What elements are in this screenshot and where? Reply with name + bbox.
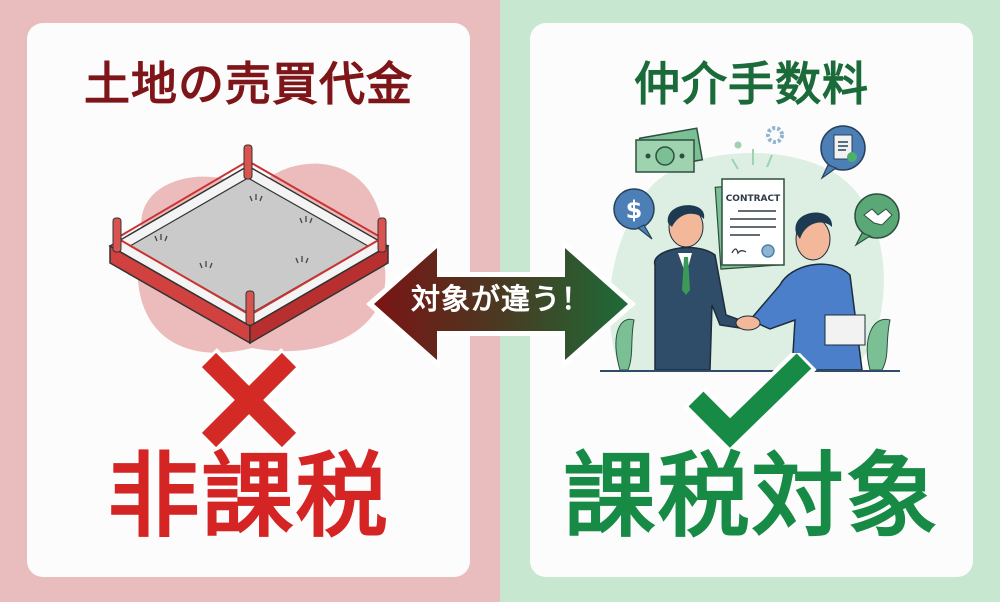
- contract-document: CONTRACT: [714, 178, 785, 270]
- svg-text:CONTRACT: CONTRACT: [726, 194, 781, 204]
- land-sale-title: 土地の売買代金: [84, 57, 413, 111]
- money-bill-icon: [635, 127, 704, 173]
- clipboard-check-bubble-icon: [820, 125, 866, 180]
- businessman: [654, 205, 741, 371]
- dollar-bubble-icon: $: [613, 188, 655, 240]
- svg-text:$: $: [626, 196, 643, 224]
- cross-icon: [197, 348, 301, 452]
- brokerage-fee-card: 仲介手数料 $: [530, 23, 973, 577]
- handshake-bubble-icon: [854, 193, 900, 247]
- taxable-label: 課税対象: [563, 443, 940, 550]
- non-taxable-label: 非課税: [107, 443, 390, 550]
- land-plot-icon: [108, 144, 390, 353]
- brokerage-fee-title: 仲介手数料: [634, 57, 869, 111]
- check-icon: [683, 353, 817, 453]
- client: [748, 212, 866, 371]
- gear-icon: [766, 126, 784, 144]
- different-target-label: 対象が違う！: [410, 282, 591, 316]
- handshake-contract-icon: $ CONTRACT: [600, 125, 900, 372]
- double-arrow-icon: [366, 239, 636, 369]
